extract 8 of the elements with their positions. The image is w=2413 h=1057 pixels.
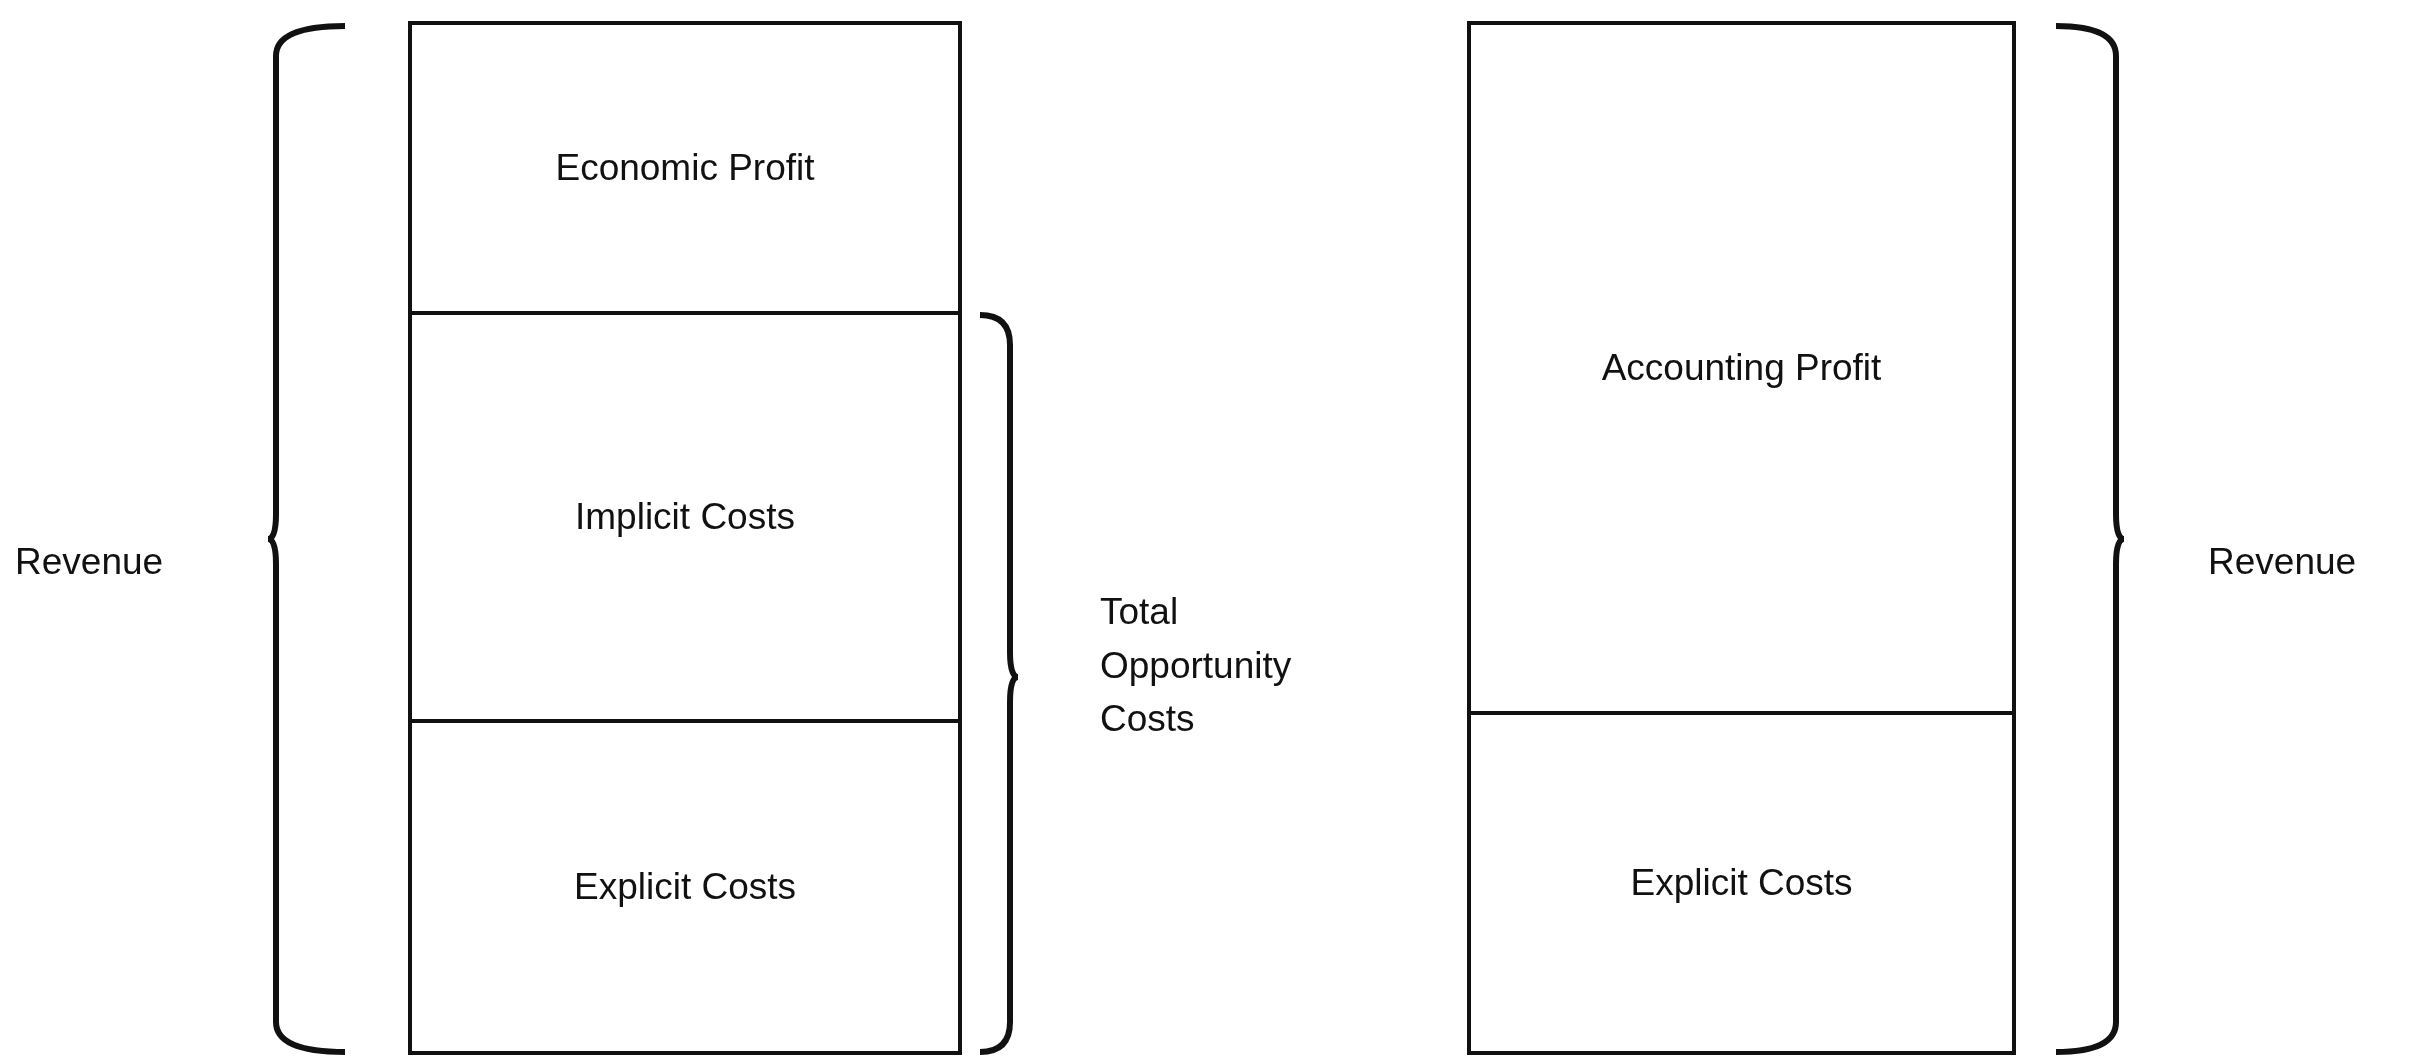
- segment-label: Accounting Profit: [1601, 347, 1882, 389]
- brace-label: Revenue: [15, 540, 164, 584]
- segment-label: Economic Profit: [555, 147, 815, 189]
- segment-label: Explicit Costs: [1630, 862, 1853, 904]
- segment-label: Implicit Costs: [575, 496, 795, 538]
- brace-label: Total Opportunity Costs: [1100, 590, 1293, 742]
- brace-label: Revenue: [2208, 540, 2357, 584]
- segment-label: Explicit Costs: [573, 866, 797, 908]
